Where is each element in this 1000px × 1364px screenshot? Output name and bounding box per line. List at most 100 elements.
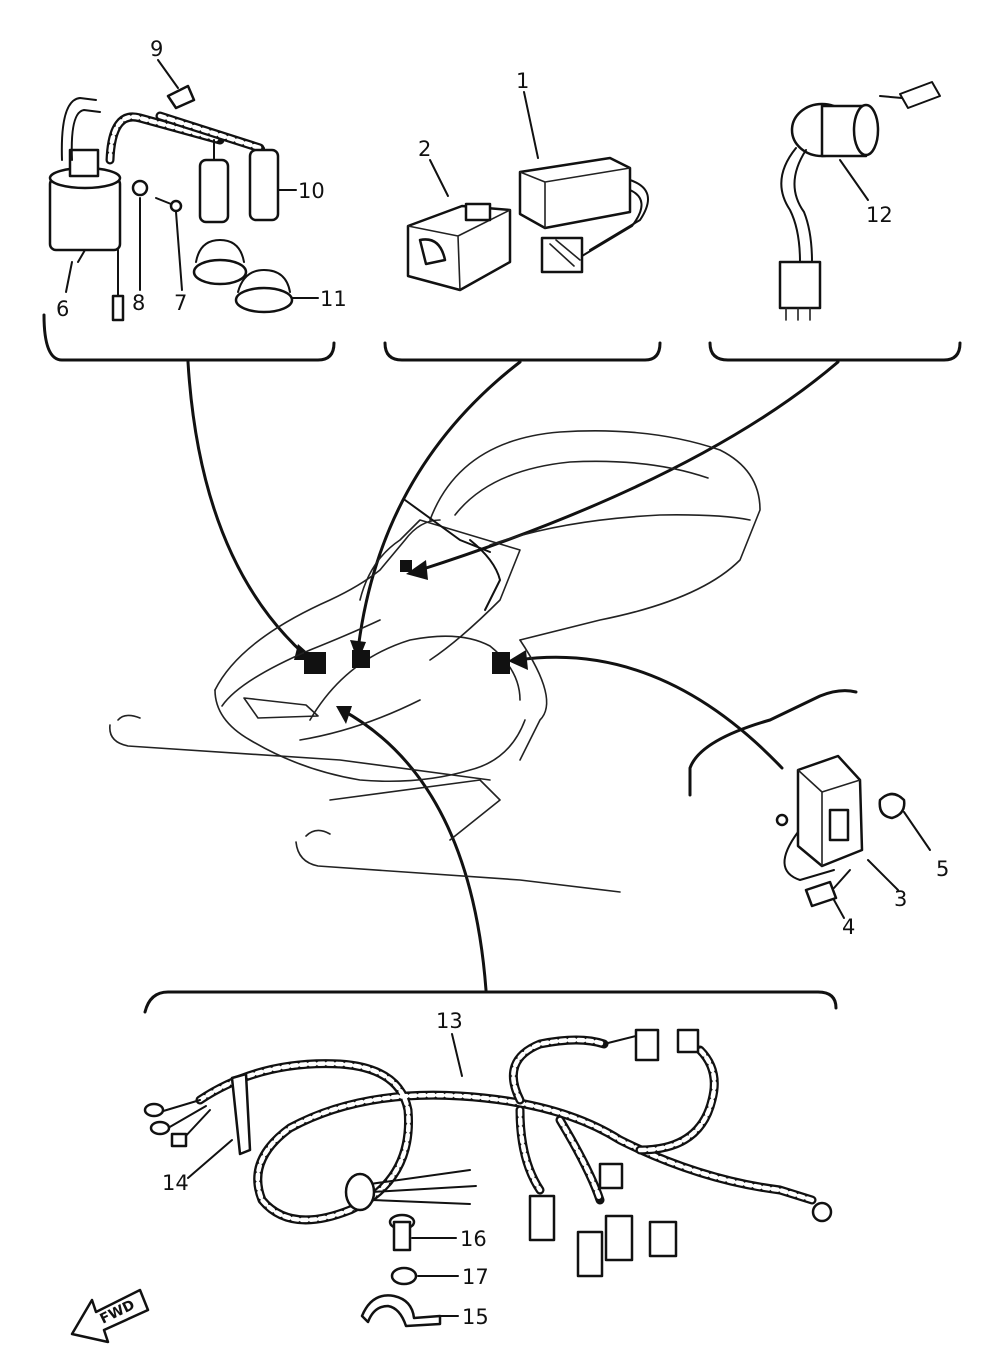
leader-3 xyxy=(867,859,899,891)
left-ski xyxy=(109,724,491,781)
leader-ignition xyxy=(186,360,307,657)
regulator-edges xyxy=(797,769,861,867)
bracket-cdi-group xyxy=(383,341,662,362)
callout-15: 15 xyxy=(462,1305,489,1329)
harness-branch-right xyxy=(635,1045,719,1155)
hood-lower-edge xyxy=(214,689,526,783)
tail-terminal-2 xyxy=(149,1120,171,1136)
callout-7: 7 xyxy=(174,291,187,315)
tail-terminal-3 xyxy=(170,1132,188,1148)
cdi-bracket-slot xyxy=(418,238,447,266)
hood-front-line xyxy=(299,699,421,741)
screw-head xyxy=(169,199,183,213)
bracket-regulator-group xyxy=(688,689,858,797)
callout-16: 16 xyxy=(460,1227,487,1251)
plug-cap-2 xyxy=(248,148,280,222)
leader-5 xyxy=(903,811,931,851)
group-brackets xyxy=(42,313,962,1014)
key-head xyxy=(899,81,941,109)
ground-terminal xyxy=(111,294,125,322)
bolt-head xyxy=(804,880,838,908)
switch-connector xyxy=(778,260,822,310)
harness-trunk xyxy=(195,1059,817,1225)
mid-connector xyxy=(598,1162,624,1190)
coil-base xyxy=(77,249,86,263)
cdi-wire-2 xyxy=(581,189,643,257)
regulator-terminal xyxy=(828,808,850,842)
hood-left-edge xyxy=(214,519,441,691)
callout-4: 4 xyxy=(842,915,855,939)
fwd-arrow xyxy=(70,1288,150,1344)
callout-9: 9 xyxy=(150,37,163,61)
leader-7 xyxy=(175,211,183,291)
switch-face xyxy=(852,103,880,157)
leader-regulator xyxy=(516,655,784,770)
cdi-bracket-tab xyxy=(464,202,492,222)
ignition-coil-terminal xyxy=(68,148,100,178)
regulator-lead xyxy=(783,831,835,881)
lower-connector-2 xyxy=(576,1230,604,1278)
bracket-harness-group xyxy=(143,990,838,1014)
handlebar xyxy=(404,499,491,553)
washer xyxy=(131,179,149,197)
callout-11: 11 xyxy=(320,287,347,311)
grommet-1 xyxy=(192,258,248,286)
harness-mid-wires xyxy=(369,1169,477,1205)
tunnel-side xyxy=(519,639,548,761)
leader-harness xyxy=(340,708,488,992)
harness-clamp xyxy=(360,1294,442,1328)
nut xyxy=(878,792,906,820)
callout-5: 5 xyxy=(936,857,949,881)
leader-9 xyxy=(157,59,179,89)
leader-13 xyxy=(451,1033,463,1077)
grommet-2 xyxy=(234,286,294,314)
leader-6 xyxy=(65,261,73,293)
cdi-wire-1 xyxy=(589,179,649,251)
arrowhead-regulator xyxy=(508,650,528,670)
upper-connector-lead xyxy=(603,1035,637,1045)
regulator-location-mark xyxy=(492,652,510,674)
leader-2 xyxy=(429,159,449,197)
right-ski xyxy=(295,841,621,893)
callout-3: 3 xyxy=(894,887,907,911)
callout-17: 17 xyxy=(462,1265,489,1289)
seat-top-line xyxy=(454,460,709,516)
switch-connector-pins xyxy=(785,307,811,321)
leader-cdi xyxy=(356,360,522,652)
callout-14: 14 xyxy=(162,1171,189,1195)
bracket-switch-group xyxy=(708,341,962,362)
cdi-connector-pins xyxy=(549,239,581,267)
wire-harness-group xyxy=(143,1028,833,1328)
hood-center-panel xyxy=(309,635,521,721)
bolt-shank xyxy=(833,869,851,889)
switch-wire-2 xyxy=(793,149,813,263)
right-connector xyxy=(676,1028,700,1054)
coil-wire-loop xyxy=(60,97,97,161)
cdi-location-mark xyxy=(352,650,370,668)
ignition-coil-group xyxy=(48,59,319,322)
cdi-unit-edges xyxy=(519,167,631,229)
seat-outline xyxy=(429,430,761,641)
callout-13: 13 xyxy=(436,1009,463,1033)
harness-washer xyxy=(390,1266,418,1286)
key-blade xyxy=(879,95,903,99)
ski-strut xyxy=(329,779,501,841)
cdi-unit-body xyxy=(518,156,632,230)
leader-12 xyxy=(839,159,869,201)
cdi-group xyxy=(406,91,649,292)
cdi-bracket-edges xyxy=(407,209,511,291)
switch-wire-1 xyxy=(780,147,801,263)
plug-cap-1 xyxy=(198,158,230,224)
lower-connector-3 xyxy=(604,1214,634,1262)
ignition-location-mark xyxy=(304,652,326,674)
grommet-2-top xyxy=(237,269,291,293)
callout-2: 2 xyxy=(418,137,431,161)
callout-8: 8 xyxy=(132,291,145,315)
coil-wire-loop-inner xyxy=(70,109,101,161)
windshield xyxy=(359,519,521,661)
upper-connector xyxy=(634,1028,660,1062)
left-ski-tip xyxy=(117,714,141,721)
seat-side-line xyxy=(489,514,751,546)
